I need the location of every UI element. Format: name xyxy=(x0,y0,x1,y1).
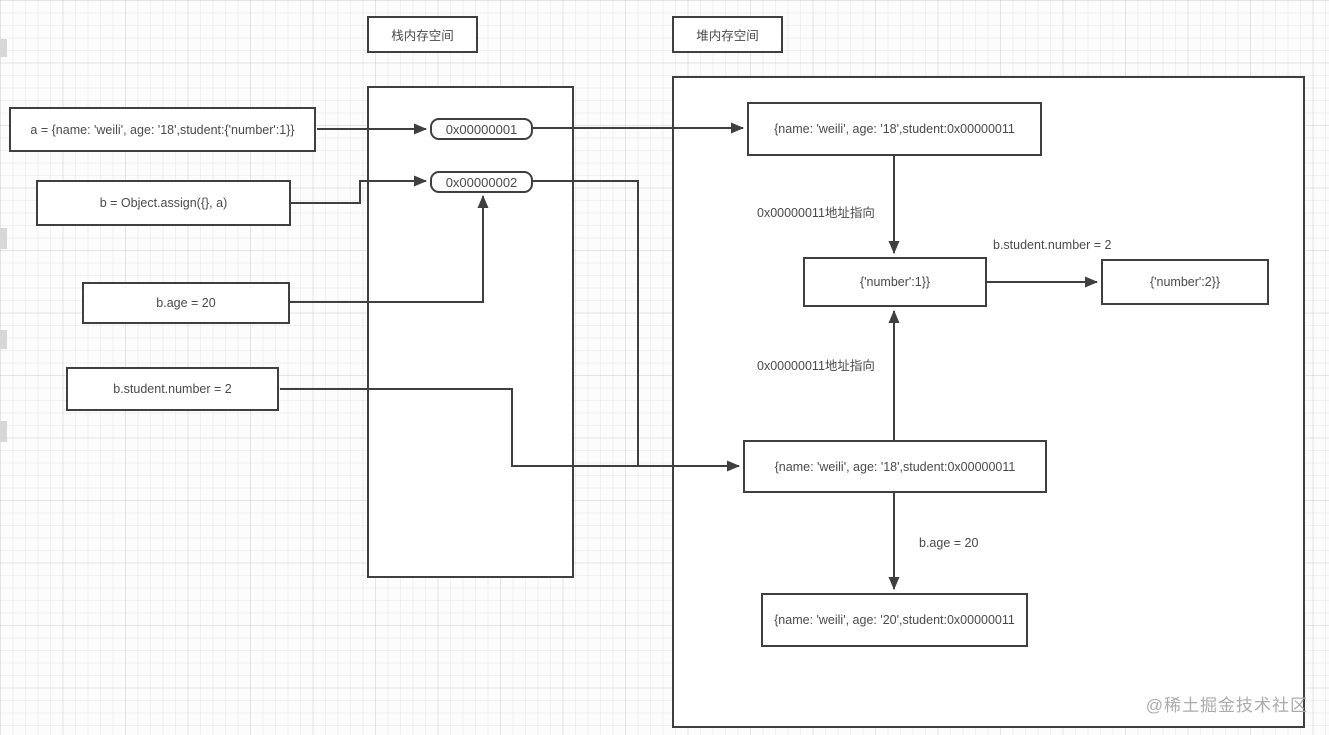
stack-address-2: 0x00000002 xyxy=(430,171,533,193)
edge-label-student-assign: b.student.number = 2 xyxy=(993,238,1112,252)
canvas-edge-mark xyxy=(0,421,7,442)
juejin-watermark: @稀土掘金技术社区 xyxy=(1145,696,1308,715)
canvas-edge-mark xyxy=(0,39,7,57)
canvas-edge-mark xyxy=(0,330,7,349)
stack-address-1: 0x00000001 xyxy=(430,118,533,140)
canvas-edge-mark xyxy=(0,228,7,249)
stack-memory-container xyxy=(367,86,574,578)
heap-object-b: {name: 'weili', age: '18',student:0x0000… xyxy=(743,440,1047,493)
heap-student-object-1: {'number':1}} xyxy=(803,257,987,307)
code-box-b-student-number: b.student.number = 2 xyxy=(66,367,279,411)
code-box-declare-a: a = {name: 'weili', age: '18',student:{'… xyxy=(9,107,316,152)
heap-memory-title: 堆内存空间 xyxy=(672,16,783,53)
edge-label-pointer-top: 0x00000011地址指向 xyxy=(757,206,875,220)
edge-label-age-assign: b.age = 20 xyxy=(919,536,979,550)
code-box-b-age: b.age = 20 xyxy=(82,282,290,324)
heap-object-b-aged: {name: 'weili', age: '20',student:0x0000… xyxy=(761,593,1028,647)
code-box-object-assign: b = Object.assign({}, a) xyxy=(36,180,291,226)
heap-student-object-2: {'number':2}} xyxy=(1101,259,1269,305)
heap-object-a: {name: 'weili', age: '18',student:0x0000… xyxy=(747,102,1042,156)
edge-label-pointer-bottom: 0x00000011地址指向 xyxy=(757,359,875,373)
stack-memory-title: 栈内存空间 xyxy=(367,16,478,53)
